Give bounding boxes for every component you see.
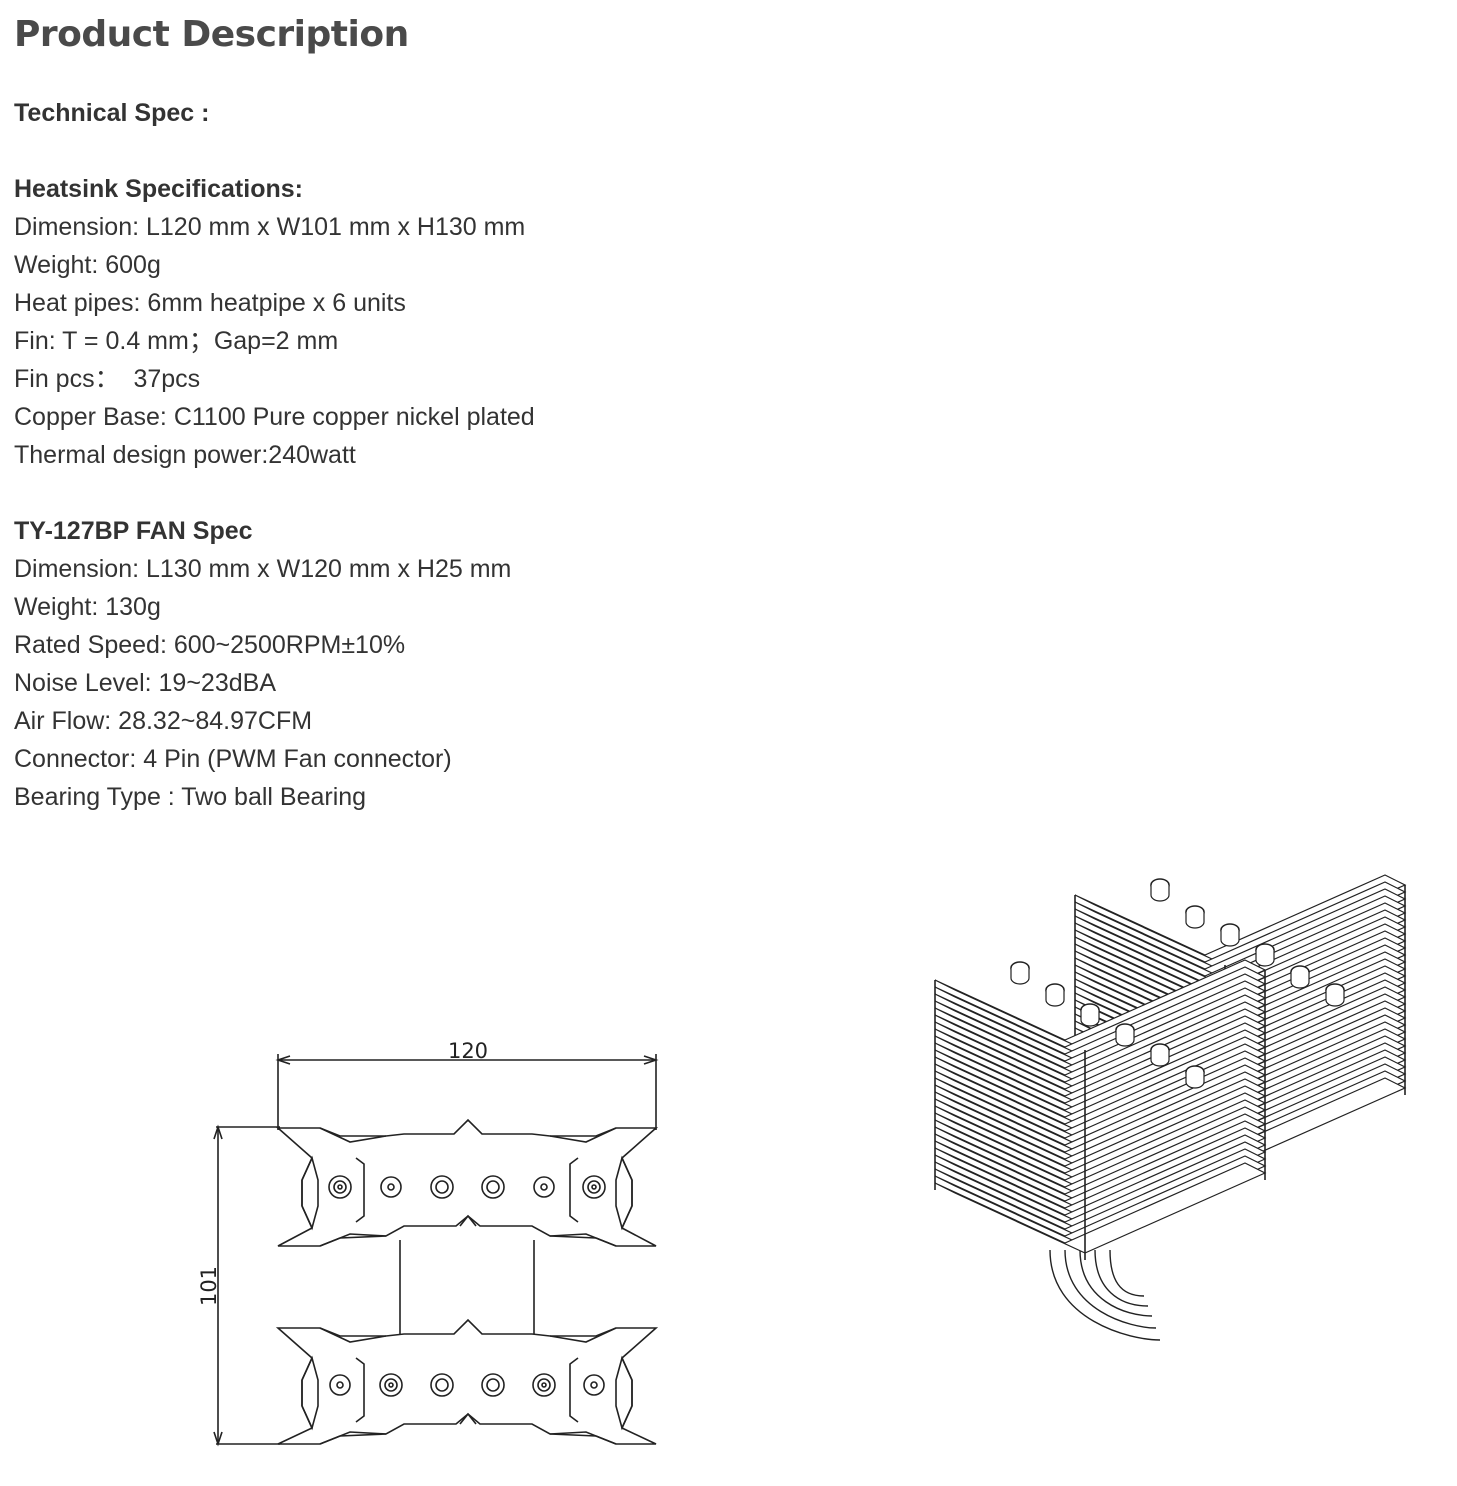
spec-section: Technical Spec : Heatsink Specifications… [14, 94, 914, 816]
heatpipe-tip-body [1115, 1030, 1135, 1047]
heatsink-fin: Fin: T = 0.4 mm；Gap=2 mm [14, 327, 339, 355]
heatpipe-tip-body [1150, 885, 1170, 902]
fan-spec-heading: TY-127BP FAN Spec [14, 517, 253, 545]
heatpipe-tip-body [1220, 930, 1240, 947]
lower-heatpipe-holes [329, 1373, 605, 1397]
depth-dimension-label: 101 [197, 1266, 221, 1306]
isometric-svg [934, 874, 1407, 1341]
upper-fin-stack [275, 1118, 659, 1247]
lower-fin-stack [275, 1318, 659, 1445]
heatsink-top-view-drawing: 120 101 [190, 1030, 670, 1460]
heatsink-spec-heading: Heatsink Specifications: [14, 175, 303, 203]
spacer [14, 132, 914, 170]
upper-heatpipe-holes [328, 1175, 606, 1199]
heatpipe-tip-body [1255, 950, 1275, 967]
stack-edge [934, 970, 1266, 1260]
heatsink-copper-base: Copper Base: C1100 Pure copper nickel pl… [14, 403, 535, 431]
fan-dimension: Dimension: L130 mm x W120 mm x H25 mm [14, 555, 512, 583]
fan-weight: Weight: 130g [14, 593, 161, 621]
heatpipe-tips [1010, 878, 1345, 1089]
fan-bearing-type: Bearing Type : Two ball Bearing [14, 783, 367, 811]
heatpipe-tip-body [1150, 1050, 1170, 1067]
heatpipe-tip-body [1045, 990, 1065, 1007]
heatpipe-tip-body [1290, 972, 1310, 989]
heatpipe-tip-body [1185, 912, 1205, 929]
width-dimension-label: 120 [448, 1039, 488, 1063]
fan-noise-level: Noise Level: 19~23dBA [14, 669, 276, 697]
heatpipe-tip-body [1010, 968, 1030, 985]
heatsink-isometric-drawing [920, 850, 1430, 1370]
heatsink-weight: Weight: 600g [14, 251, 161, 279]
heatsink-fin-pcs: Fin pcs： 37pcs [14, 365, 201, 393]
heatpipe-tip-body [1080, 1010, 1100, 1027]
heatsink-heat-pipes: Heat pipes: 6mm heatpipe x 6 units [14, 289, 406, 317]
heatpipe-tip-body [1325, 990, 1345, 1007]
front-fin-stack [934, 959, 1267, 1260]
fan-air-flow: Air Flow: 28.32~84.97CFM [14, 707, 313, 735]
heatpipe-loops [1049, 1249, 1161, 1341]
top-view-svg: 120 101 [197, 1039, 659, 1447]
technical-spec-heading: Technical Spec : [14, 99, 210, 127]
heatsink-tdp: Thermal design power:240watt [14, 441, 356, 469]
spacer [14, 474, 914, 512]
fan-rated-speed: Rated Speed: 600~2500RPM±10% [14, 631, 406, 659]
fan-connector: Connector: 4 Pin (PWM Fan connector) [14, 745, 452, 773]
heatpipe-tip-body [1185, 1072, 1205, 1089]
page-title: Product Description [14, 14, 409, 55]
heatsink-dimension: Dimension: L120 mm x W101 mm x H130 mm [14, 213, 526, 241]
